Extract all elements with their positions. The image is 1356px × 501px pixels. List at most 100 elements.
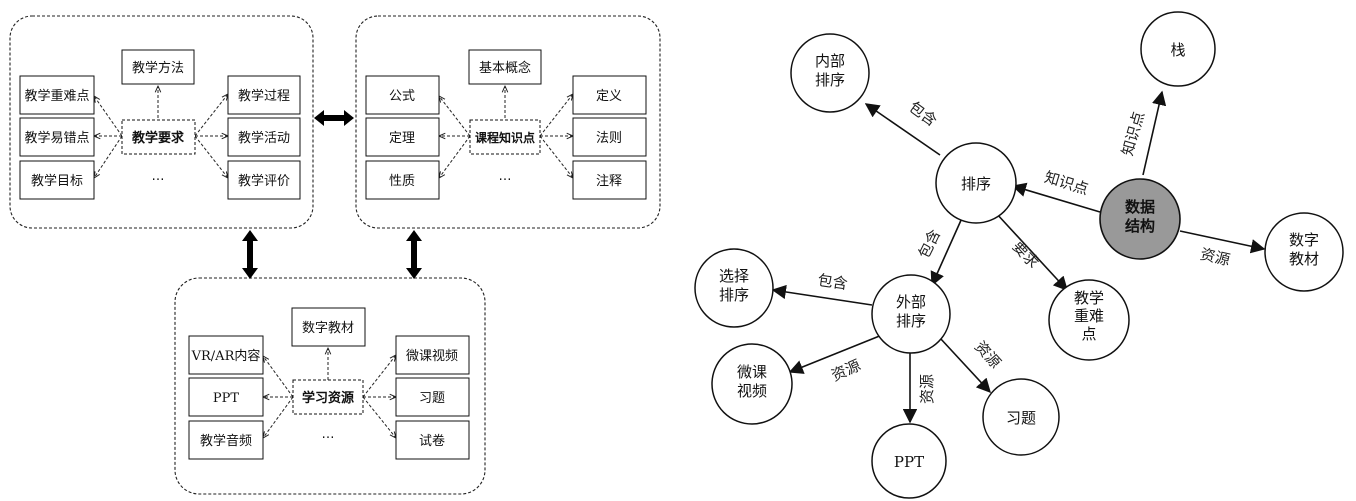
teaching-top-box	[121, 49, 195, 85]
knowledge-right-box-3	[572, 160, 647, 200]
teaching-ellipsis: …	[152, 169, 165, 184]
resources-right-box-2	[395, 377, 470, 417]
node-exercise: 习题	[982, 378, 1060, 456]
teaching-left-box-1	[19, 75, 95, 115]
teaching-center-label: 教学要求	[131, 130, 185, 146]
resources-right-label-3: 试卷	[419, 433, 445, 449]
resources-right-box-3	[395, 420, 470, 460]
node-outer-sort: 外部排序	[871, 274, 951, 354]
double-arrow-horizontal	[314, 110, 354, 126]
node-outer-sort-label: 外部排序	[896, 293, 926, 330]
resources-ellipsis: …	[322, 427, 335, 442]
double-arrow-vertical-left	[242, 230, 258, 279]
resources-left-label-1: VR/AR内容	[191, 348, 261, 364]
teaching-left-box-3	[19, 160, 95, 200]
node-digital-textbook: 数字教材	[1264, 212, 1344, 292]
knowledge-left-label-1: 公式	[389, 89, 415, 104]
node-inner-sort: 内部排序	[790, 33, 870, 113]
knowledge-right-label-1: 定义	[596, 89, 622, 104]
teaching-left-label-1: 教学重难点	[24, 88, 89, 104]
knowledge-center-box	[469, 119, 541, 155]
edge-label-ds-digital: 资源	[1198, 245, 1231, 269]
node-exercise-label: 习题	[1006, 409, 1036, 427]
edge-ds-stack	[1142, 90, 1167, 176]
knowledge-right-label-2: 法则	[596, 131, 622, 146]
resources-center-box	[292, 379, 364, 415]
edge-label-outer-exercise: 资源	[971, 337, 1004, 371]
node-select-sort: 选择排序	[694, 248, 774, 328]
knowledge-right-label-3: 注释	[596, 174, 622, 189]
node-sort-label: 排序	[961, 175, 991, 193]
teaching-right-box-2	[227, 117, 301, 157]
knowledge-top-box	[468, 49, 542, 85]
edge-sort-key	[995, 212, 1068, 292]
node-ppt-label: PPT	[894, 453, 924, 471]
group-resources: 数字教材 学习资源 VR/AR内容 PPT 教学音频 微课视频 习题 试卷 …	[174, 277, 486, 495]
knowledge-center-label: 课程知识点	[475, 130, 535, 145]
group-teaching: 教学方法 教学要求 教学重难点 教学易错点 教学目标 教学过程 教学活动 教学评…	[9, 15, 314, 229]
node-micro-video-label: 微课视频	[737, 363, 767, 400]
resources-left-label-3: 教学音频	[200, 433, 252, 449]
node-data-structure: 数据结构	[1099, 178, 1181, 260]
node-micro-video: 微课视频	[711, 343, 793, 425]
resources-top-box	[291, 307, 366, 347]
node-ppt: PPT	[871, 423, 947, 499]
group-knowledge-frame	[355, 15, 661, 229]
knowledge-left-label-2: 定理	[389, 131, 415, 146]
teaching-right-label-2: 教学活动	[238, 130, 290, 146]
edge-label-ds-stack: 知识点	[1118, 110, 1148, 158]
edge-label-sort-inner: 包含	[906, 98, 941, 130]
resources-right-box-1	[395, 335, 470, 375]
teaching-right-box-3	[227, 160, 301, 200]
knowledge-right-box-2	[572, 117, 647, 157]
resources-top-label: 数字教材	[302, 320, 354, 336]
edge-ds-digital	[1179, 230, 1266, 254]
node-select-sort-label: 选择排序	[719, 267, 749, 304]
edge-label-outer-ppt: 资源	[918, 374, 936, 404]
resources-left-label-2: PPT	[213, 391, 239, 406]
teaching-right-label-3: 教学评价	[238, 173, 290, 189]
knowledge-left-label-3: 性质	[389, 174, 415, 189]
group-teaching-frame	[9, 15, 314, 229]
node-key-point-label: 教学重难点	[1074, 289, 1104, 343]
resources-center-label: 学习资源	[302, 390, 354, 406]
edge-label-outer-micro: 资源	[829, 356, 864, 385]
knowledge-left-box-3	[365, 160, 440, 200]
node-stack-label: 栈	[1170, 41, 1185, 59]
edge-label-sort-key: 要求	[1009, 237, 1043, 271]
teaching-right-label-1: 教学过程	[238, 88, 290, 104]
edge-outer-micro	[788, 334, 883, 374]
node-sort: 排序	[935, 142, 1017, 224]
resources-left-box-1	[188, 335, 264, 375]
teaching-left-label-2: 教学易错点	[24, 130, 89, 146]
knowledge-left-box-1	[365, 75, 440, 115]
node-stack: 栈	[1140, 11, 1216, 87]
teaching-center-box	[121, 119, 196, 155]
teaching-left-label-3: 教学目标	[31, 173, 83, 189]
resources-right-label-1: 微课视频	[406, 349, 458, 364]
teaching-left-box-2	[19, 117, 95, 157]
teaching-right-box-1	[227, 75, 301, 115]
edge-label-ds-sort: 知识点	[1042, 168, 1090, 198]
edge-ds-sort	[1011, 182, 1101, 213]
edge-label-outer-select: 包含	[817, 271, 849, 293]
node-key-point: 教学重难点	[1048, 279, 1130, 361]
resources-left-box-2	[188, 377, 264, 417]
edge-sort-outer	[930, 217, 963, 287]
node-inner-sort-label: 内部排序	[815, 52, 845, 89]
resources-right-label-2: 习题	[419, 391, 445, 406]
edge-outer-select	[771, 284, 873, 306]
knowledge-ellipsis: …	[499, 169, 512, 184]
knowledge-graph: 知识点 包含 知识点 资源 包含 要求 包含 资源 资源 资源 栈 内部排序 排…	[694, 11, 1344, 499]
resources-left-box-3	[188, 420, 264, 460]
edge-label-sort-outer: 包含	[915, 226, 944, 261]
group-knowledge: 基本概念 课程知识点 公式 定理 性质 定义 法则 注释 …	[355, 15, 661, 229]
teaching-top-label: 教学方法	[132, 60, 184, 76]
double-arrow-vertical-right	[406, 230, 422, 279]
knowledge-top-label: 基本概念	[479, 60, 531, 76]
node-digital-textbook-label: 数字教材	[1289, 231, 1319, 268]
group-resources-frame	[174, 277, 486, 495]
edge-sort-inner	[864, 103, 941, 156]
knowledge-right-box-1	[572, 75, 647, 115]
